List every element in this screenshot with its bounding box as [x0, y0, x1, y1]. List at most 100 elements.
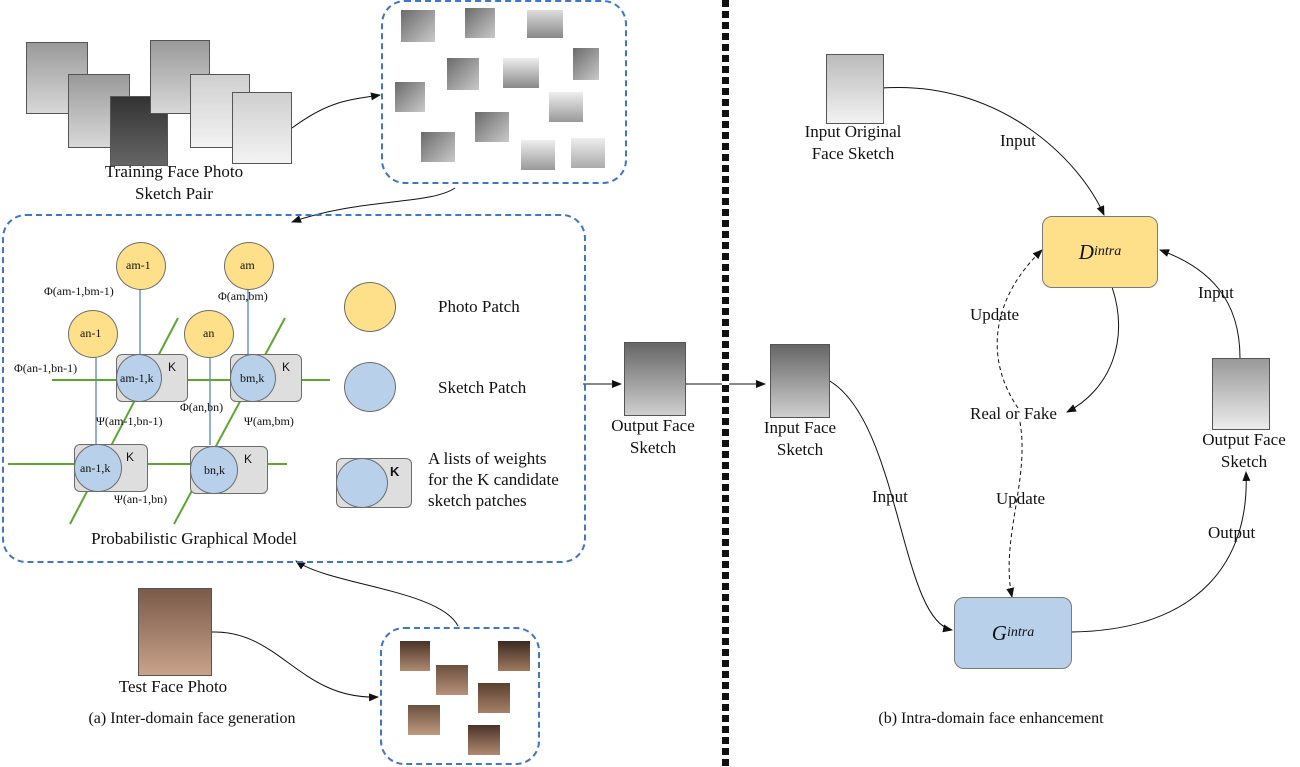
- k-label-2: K: [282, 360, 291, 374]
- label-a-m: am: [240, 258, 255, 272]
- update-path-down: [1006, 421, 1023, 598]
- input-sketch-line1: Input Face: [763, 418, 837, 437]
- d-block-sub: intra: [1093, 244, 1122, 259]
- output-sketch-line2: Sketch: [1220, 452, 1268, 471]
- node-a-n1: [68, 310, 118, 358]
- patch-12: [571, 138, 605, 168]
- node-a-m1: [116, 242, 166, 290]
- arrow-output-to-d: [1159, 249, 1241, 359]
- output-sketch-line1: Output Face: [1202, 430, 1286, 449]
- caption-a: (a) Inter-domain face generation: [88, 710, 296, 727]
- patch-5: [447, 58, 479, 90]
- input-original-sketch: [826, 54, 884, 124]
- output-label-line1: Output Face: [611, 416, 695, 435]
- update-path-up: [996, 249, 1043, 409]
- phi-n1: Φ(an-1,bn-1): [14, 361, 78, 375]
- patch-9: [475, 112, 509, 142]
- pgm-box: [2, 214, 586, 563]
- psi-3: Ψ(an-1,bn): [114, 492, 168, 506]
- phi-n: Φ(an,bn): [180, 400, 224, 414]
- node-a-n: [184, 310, 234, 358]
- legend-sketch-label: Sketch Patch: [438, 378, 527, 397]
- pgm-title: Probabilistic Graphical Model: [91, 529, 297, 548]
- output-face-sketch-left: [624, 342, 686, 416]
- arrow-training-to-patches: [291, 92, 381, 129]
- patch-1: [401, 10, 435, 42]
- caption-b: (b) Intra-domain face enhancement: [878, 710, 1104, 727]
- label-b-nk: bn,k: [204, 463, 225, 477]
- label-a-m1k: am-1,k: [120, 371, 154, 385]
- edge-input-left: Input: [872, 487, 908, 506]
- legend-photo-node: [344, 282, 396, 332]
- test-patch-1: [400, 641, 430, 671]
- test-patch-2: [498, 641, 530, 671]
- node-a-m1k: [116, 354, 162, 402]
- input-original-line1: Input Original: [804, 122, 902, 141]
- real-or-fake-label: Real or Fake: [970, 404, 1057, 423]
- node-a-n1k: [74, 444, 122, 492]
- input-face-sketch: [770, 344, 830, 418]
- update-bottom: Update: [996, 489, 1046, 508]
- patch-11: [521, 140, 555, 170]
- patch-3: [527, 10, 563, 38]
- phi-m1: Φ(am-1,bm-1): [44, 284, 114, 298]
- legend-sketch-node: [344, 362, 396, 412]
- test-patch-4: [478, 683, 510, 713]
- g-block-sub: intra: [1006, 625, 1035, 640]
- test-face-photo: [138, 588, 212, 676]
- d-block-letter: D: [1078, 239, 1094, 264]
- patch-10: [421, 132, 455, 162]
- legend-kbox-node: [336, 458, 388, 508]
- patch-4: [573, 48, 599, 80]
- test-face-label: Test Face Photo: [118, 677, 228, 696]
- arrow-original-to-d: [881, 86, 1105, 216]
- k-label-3: K: [126, 450, 135, 464]
- pgm-links: [95, 287, 249, 445]
- node-b-nk: [190, 446, 238, 494]
- k-label-1: K: [168, 360, 177, 374]
- patch-8: [549, 92, 583, 122]
- label-a-m1: am-1: [126, 258, 151, 272]
- test-patches-box: [380, 627, 540, 765]
- training-label-line2: Sketch Pair: [135, 184, 213, 203]
- test-patch-5: [408, 705, 440, 735]
- weights-line2: for the K candidate: [428, 470, 559, 489]
- edge-input-right: Input: [1198, 283, 1234, 302]
- training-sketch-3: [232, 92, 292, 164]
- test-patch-3: [436, 665, 468, 695]
- k-label-4: K: [244, 452, 253, 466]
- input-original-line2: Face Sketch: [811, 144, 895, 163]
- output-face-sketch-right: [1212, 358, 1270, 430]
- patch-2: [465, 8, 495, 38]
- arrow-d-to-realfake: [1066, 286, 1120, 413]
- input-sketch-line2: Sketch: [776, 440, 824, 459]
- phi-m: Φ(am,bm): [218, 289, 268, 303]
- node-b-mk: [230, 354, 276, 402]
- patch-7: [395, 82, 425, 112]
- training-label-line1: Training Face Photo: [104, 162, 244, 181]
- training-patches-box: [381, 0, 627, 184]
- psi-2: Ψ(am,bm): [244, 414, 294, 428]
- weights-line1: A lists of weights: [428, 449, 547, 468]
- arrow-input-to-g: [827, 379, 953, 633]
- label-a-n1k: an-1,k: [80, 461, 111, 475]
- label-b-mk: bm,k: [240, 371, 265, 385]
- output-label-line2: Sketch: [629, 438, 677, 457]
- edge-output: Output: [1208, 523, 1256, 542]
- test-patch-6: [468, 725, 500, 755]
- panel-divider: [722, 0, 729, 767]
- arrow-testpatches-to-pgm: [295, 560, 459, 627]
- psi-1: Ψ(am-1,bn-1): [96, 414, 163, 428]
- node-a-m: [224, 242, 274, 290]
- arrow-g-to-output: [1071, 471, 1251, 633]
- update-top: Update: [970, 305, 1020, 324]
- weights-line3: sketch patches: [428, 491, 527, 510]
- edge-input-top: Input: [1000, 131, 1036, 150]
- patch-6: [503, 58, 539, 88]
- legend-photo-label: Photo Patch: [438, 297, 520, 316]
- arrow-test-to-patches: [211, 631, 379, 702]
- label-a-n: an: [203, 326, 215, 340]
